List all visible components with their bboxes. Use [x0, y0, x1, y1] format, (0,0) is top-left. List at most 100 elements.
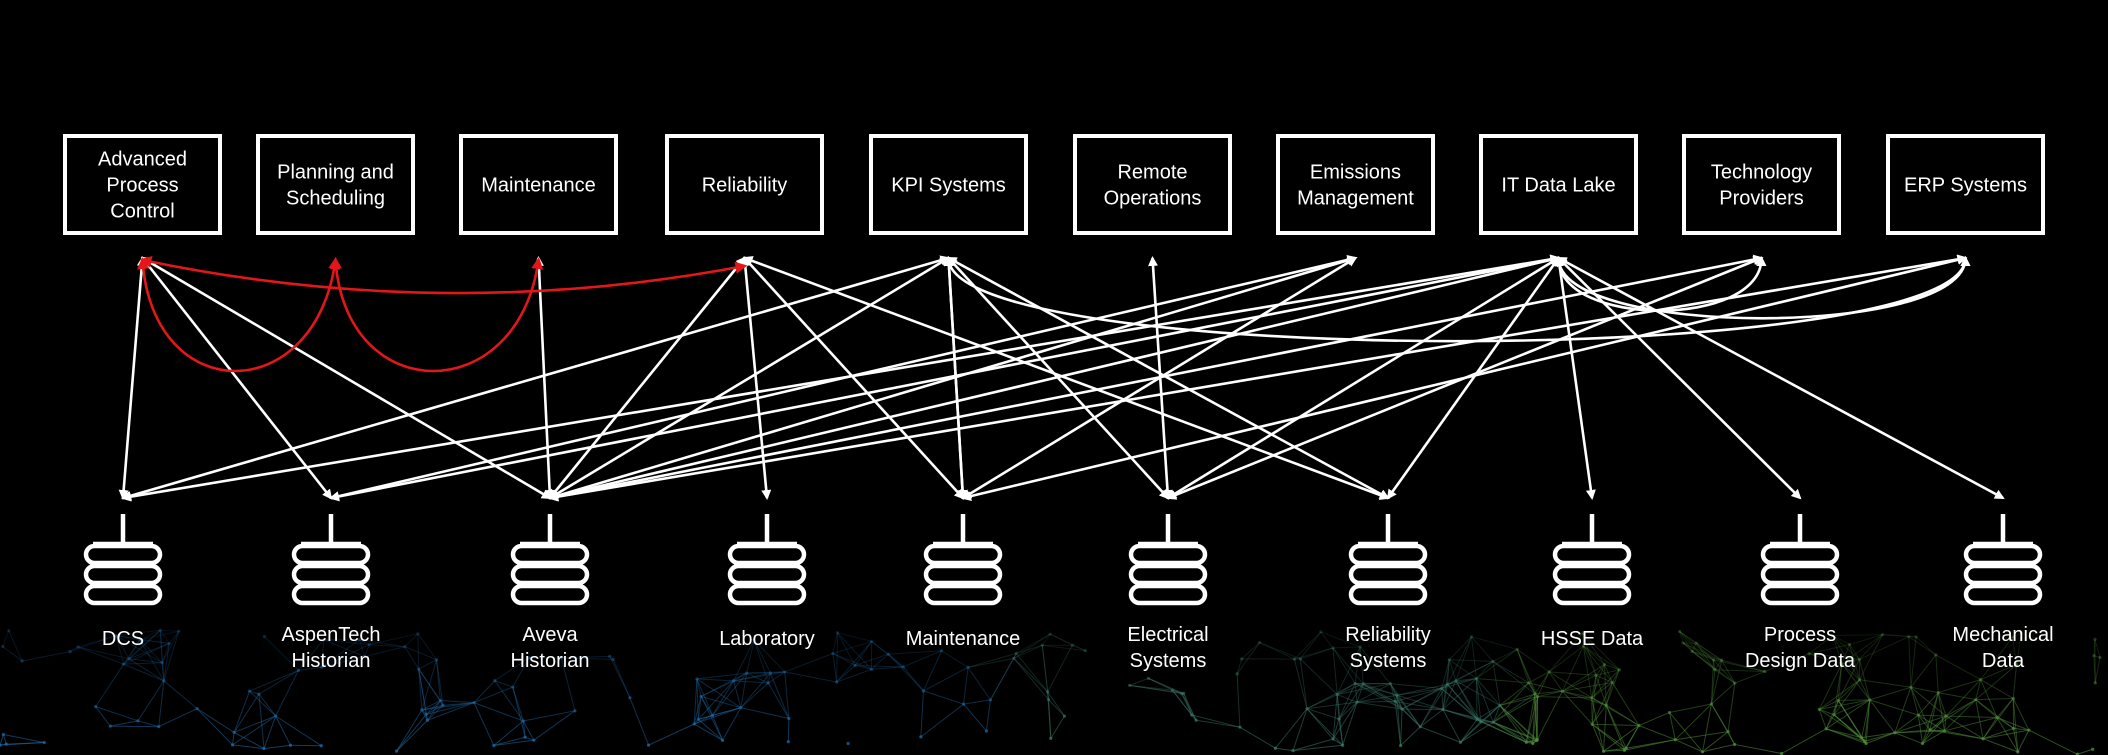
network-line	[1561, 645, 1584, 692]
network-line	[1499, 682, 1530, 706]
network-line	[1395, 688, 1442, 703]
network-line	[1711, 682, 1736, 705]
network-node	[472, 701, 476, 705]
network-line	[1591, 697, 1607, 706]
network-line	[1499, 696, 1538, 706]
network-node	[2075, 752, 2079, 755]
network-line	[1259, 642, 1295, 660]
network-line	[1548, 632, 1584, 673]
network-node	[853, 663, 857, 668]
network-line	[1980, 679, 2014, 699]
network-node	[493, 679, 497, 683]
network-line	[1336, 646, 1361, 695]
database-icon	[923, 514, 1003, 606]
network-line	[512, 686, 524, 722]
data-source-label: Data	[1982, 650, 2025, 672]
network-node	[1733, 742, 1737, 747]
network-line	[421, 704, 444, 711]
network-line	[1825, 699, 1871, 730]
network-node	[322, 638, 326, 642]
network-node	[1292, 657, 1297, 661]
network-line	[2093, 655, 2101, 658]
network-line	[648, 723, 695, 746]
network-line	[746, 671, 785, 674]
network-line	[404, 646, 437, 661]
network-line	[473, 702, 524, 722]
network-node	[1398, 743, 1403, 748]
network-line	[522, 720, 535, 741]
data-source-label: Maintenance	[906, 628, 1021, 650]
app-box-frame	[459, 134, 618, 235]
network-node	[403, 645, 407, 649]
network-line	[1894, 729, 1931, 734]
network-line	[2012, 636, 2017, 665]
network-line	[110, 720, 139, 727]
network-line	[1338, 718, 1344, 746]
network-line	[1702, 703, 1712, 752]
network-node	[1388, 682, 1392, 686]
network-line	[1499, 705, 1538, 741]
network-line	[1562, 690, 1592, 699]
network-line	[1536, 690, 1563, 740]
network-node	[1458, 740, 1463, 744]
network-line	[2015, 633, 2022, 665]
network-node	[1447, 658, 1451, 662]
network-line	[1682, 642, 1722, 661]
network-line	[1338, 701, 1358, 720]
network-line	[139, 639, 165, 682]
network-line	[1441, 659, 1450, 689]
network-line	[1516, 649, 1538, 697]
network-line	[1396, 687, 1442, 696]
network-line	[1996, 717, 2014, 729]
data-source-label: Reliability	[1345, 624, 1431, 646]
network-line	[1975, 664, 2017, 701]
network-node	[363, 654, 367, 659]
network-node	[68, 649, 72, 654]
network-line	[1548, 671, 1592, 699]
network-node	[1535, 694, 1540, 699]
network-line	[1674, 703, 1712, 741]
network-node	[696, 717, 700, 721]
network-line	[1455, 660, 1494, 682]
app-label: Control	[110, 201, 174, 223]
network-line	[832, 632, 838, 654]
network-line	[473, 702, 495, 746]
network-line	[1996, 717, 2030, 731]
network-line	[1299, 658, 1338, 695]
network-line	[1394, 701, 1421, 728]
network-line	[1668, 712, 1676, 740]
database-icon	[1552, 514, 1632, 606]
network-line	[1849, 644, 1860, 660]
network-node	[1047, 698, 1051, 702]
network-line	[1275, 747, 1294, 752]
network-node	[2011, 726, 2016, 730]
network-node	[1048, 632, 1052, 636]
network-line	[123, 662, 163, 665]
network-node	[1817, 707, 1821, 711]
network-line	[128, 629, 161, 660]
network-line	[427, 704, 444, 721]
network-node	[1581, 631, 1585, 635]
network-line	[2093, 639, 2096, 656]
network-line	[1943, 716, 1947, 731]
network-line	[494, 680, 513, 688]
network-node	[1590, 696, 1594, 700]
network-node	[1936, 691, 1940, 695]
network-line	[95, 706, 139, 722]
network-node	[786, 740, 790, 744]
network-line	[2093, 655, 2096, 683]
network-line	[1236, 642, 1261, 675]
app-box-erp: ERP Systems	[1886, 134, 2045, 235]
network-line	[418, 668, 428, 721]
network-line	[1818, 709, 1827, 729]
network-line	[436, 659, 444, 706]
network-line	[1808, 653, 1842, 665]
network-line	[1129, 677, 1149, 686]
app-box-frame	[63, 134, 222, 235]
network-line	[1336, 694, 1340, 719]
network-line	[1734, 743, 1782, 755]
network-line	[700, 695, 741, 709]
network-node	[1240, 657, 1244, 661]
